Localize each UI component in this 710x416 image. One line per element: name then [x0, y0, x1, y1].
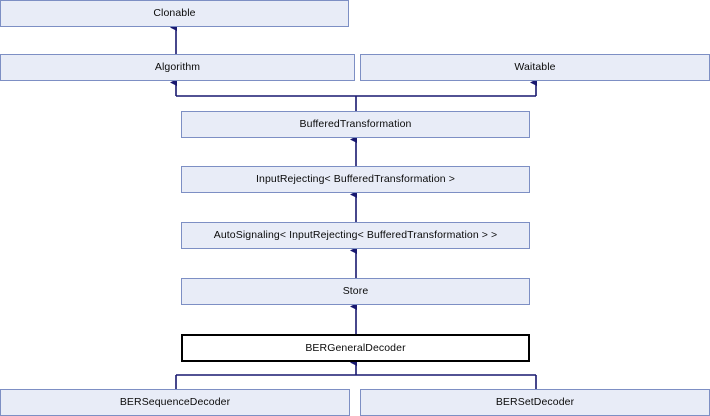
node-label: AutoSignaling< InputRejecting< BufferedT…	[213, 229, 498, 242]
node-clonable[interactable]: Clonable	[0, 0, 349, 27]
node-algorithm[interactable]: Algorithm	[0, 54, 355, 81]
node-label: Clonable	[153, 7, 196, 20]
node-ber-general-decoder[interactable]: BERGeneralDecoder	[181, 334, 530, 362]
edge-bufferedtransformation-to-parents	[170, 79, 537, 111]
node-buffered-transformation[interactable]: BufferedTransformation	[181, 111, 530, 138]
node-label: BERGeneralDecoder	[305, 341, 406, 354]
node-label: Waitable	[514, 61, 556, 74]
node-label: BERSequenceDecoder	[119, 396, 231, 409]
node-label: Store	[342, 285, 369, 298]
node-auto-signaling[interactable]: AutoSignaling< InputRejecting< BufferedT…	[181, 222, 530, 249]
node-store[interactable]: Store	[181, 278, 530, 305]
node-ber-set-decoder[interactable]: BERSetDecoder	[360, 389, 710, 416]
node-label: InputRejecting< BufferedTransformation >	[256, 173, 455, 186]
node-label: BufferedTransformation	[299, 118, 412, 131]
edge-derived-to-bergeneraldecoder	[175, 359, 537, 389]
node-input-rejecting[interactable]: InputRejecting< BufferedTransformation >	[181, 166, 530, 193]
node-ber-sequence-decoder[interactable]: BERSequenceDecoder	[0, 389, 350, 416]
node-waitable[interactable]: Waitable	[360, 54, 710, 81]
node-label: BERSetDecoder	[495, 396, 575, 409]
node-label: Algorithm	[154, 61, 201, 74]
